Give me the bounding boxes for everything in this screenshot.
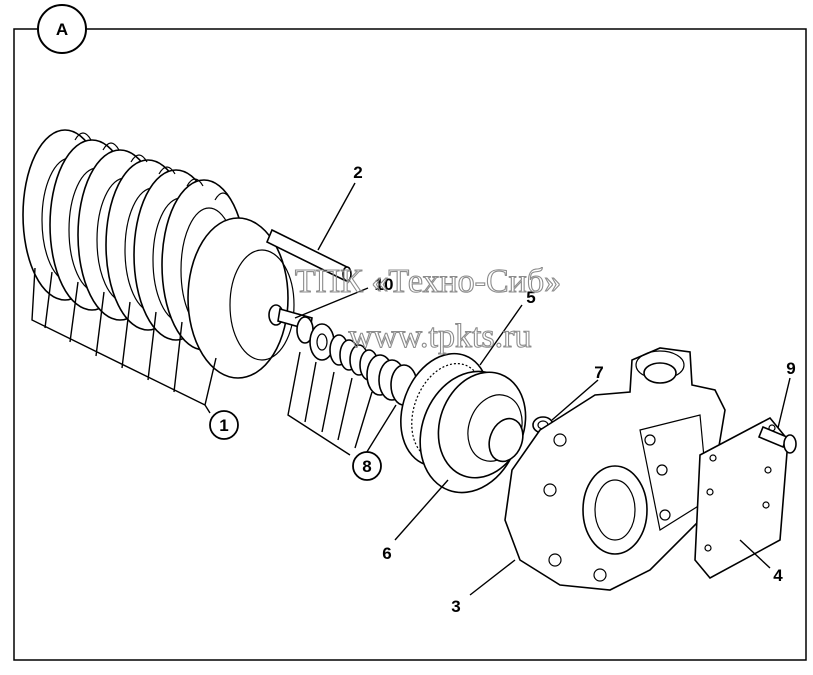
callout-6-label: 6 (382, 544, 391, 563)
part-4-cover-gasket (694, 416, 789, 580)
callout-1-label: 1 (219, 416, 228, 435)
callout-1: 1 (209, 410, 239, 440)
part-3-housing (469, 347, 726, 596)
view-label-badge: A (37, 4, 87, 54)
part-1-clutch-plates (22, 129, 295, 414)
callout-4-label: 4 (773, 566, 783, 585)
view-label: A (56, 20, 68, 39)
watermark-line-1: ТПК «Техно-Сиб» (295, 263, 561, 300)
part-9-screw (757, 377, 797, 454)
callout-2-label: 2 (353, 163, 362, 182)
part-8-spring-assembly (287, 316, 418, 456)
callout-10-label: 10 (375, 275, 394, 294)
callout-9-label: 9 (786, 359, 795, 378)
callout-5-label: 5 (526, 288, 535, 307)
part-6-piston (394, 370, 527, 541)
callout-7-label: 7 (594, 363, 603, 382)
callout-3-label: 3 (451, 597, 460, 616)
callout-8-label: 8 (362, 457, 371, 476)
diagram-frame (13, 28, 807, 661)
part-2-pin (265, 182, 356, 282)
callout-8: 8 (352, 451, 382, 481)
watermark-line-2: www.tpkts.ru (349, 318, 532, 355)
